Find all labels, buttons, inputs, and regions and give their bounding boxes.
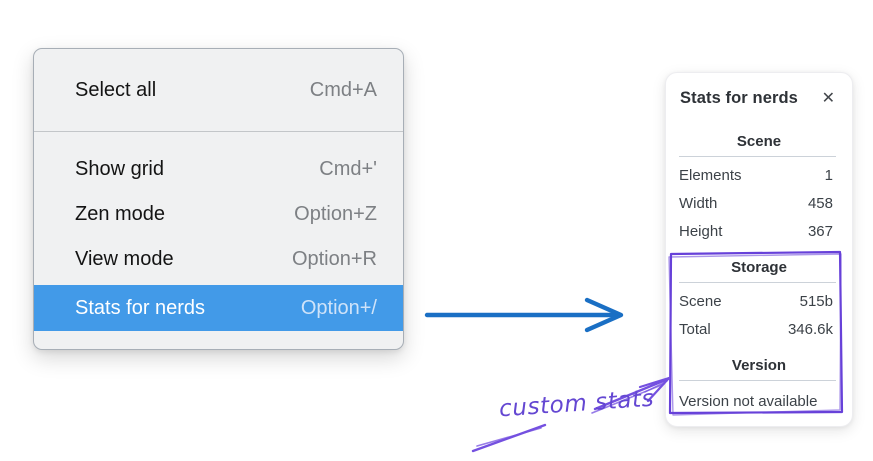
stat-label: Total — [679, 320, 711, 338]
stat-value: 367 — [807, 222, 833, 240]
stat-label: Width — [679, 194, 718, 212]
stat-row-scene-storage: Scene 515b — [666, 287, 852, 315]
menu-item-select-all[interactable]: Select all Cmd+A — [34, 49, 403, 131]
section-divider — [679, 380, 836, 381]
custom-stats-arrow — [471, 376, 671, 453]
menu-item-show-grid[interactable]: Show grid Cmd+' — [34, 147, 403, 192]
stats-panel-header: Stats for nerds ✕ — [666, 73, 852, 109]
section-divider — [679, 156, 836, 157]
menu-item-stats-for-nerds[interactable]: Stats for nerds Option+/ — [34, 285, 403, 331]
stat-value: 515b — [799, 292, 833, 310]
menu-group-top: Select all Cmd+A — [34, 49, 403, 131]
stat-value: 458 — [807, 194, 833, 212]
stats-panel: Stats for nerds ✕ Scene Elements 1 Width… — [665, 72, 853, 427]
menu-item-label: Show grid — [75, 158, 164, 180]
blue-arrow — [424, 297, 624, 333]
menu-item-shortcut: Cmd+A — [309, 78, 377, 101]
stat-label: Height — [679, 222, 723, 240]
menu-item-label: View mode — [75, 248, 174, 270]
section-divider — [679, 282, 836, 283]
menu-item-label: Select all — [75, 78, 157, 101]
section-heading-version: Version — [731, 357, 787, 374]
menu-separator — [34, 131, 403, 132]
stat-row-width: Width 458 — [666, 189, 852, 217]
context-menu: Select all Cmd+A Show grid Cmd+' Zen mod… — [33, 48, 404, 350]
stat-value: 1 — [824, 166, 833, 184]
menu-item-label: Stats for nerds — [75, 296, 206, 319]
menu-item-shortcut: Cmd+' — [319, 158, 377, 180]
menu-item-shortcut: Option+Z — [294, 203, 377, 225]
menu-item-view-mode[interactable]: View mode Option+R — [34, 237, 403, 282]
menu-item-shortcut: Option+/ — [300, 296, 377, 319]
stat-value: 346.6k — [787, 320, 833, 338]
menu-group-bottom: Show grid Cmd+' Zen mode Option+Z View m… — [34, 132, 403, 331]
menu-item-shortcut: Option+R — [291, 248, 377, 270]
stat-row-elements: Elements 1 — [666, 161, 852, 189]
stats-panel-title: Stats for nerds — [680, 88, 798, 107]
stat-label: Scene — [679, 292, 722, 310]
section-heading-storage: Storage — [731, 259, 787, 276]
close-icon[interactable]: ✕ — [821, 88, 835, 107]
section-heading-scene: Scene — [736, 133, 782, 150]
version-note: Version not available — [679, 393, 818, 410]
menu-item-label: Zen mode — [75, 203, 166, 225]
stat-row-height: Height 367 — [666, 217, 852, 245]
stat-row-total-storage: Total 346.6k — [666, 315, 852, 343]
menu-item-zen-mode[interactable]: Zen mode Option+Z — [34, 192, 403, 237]
custom-stats-annotation-label: custom stats — [498, 385, 656, 423]
stat-label: Elements — [679, 166, 742, 184]
